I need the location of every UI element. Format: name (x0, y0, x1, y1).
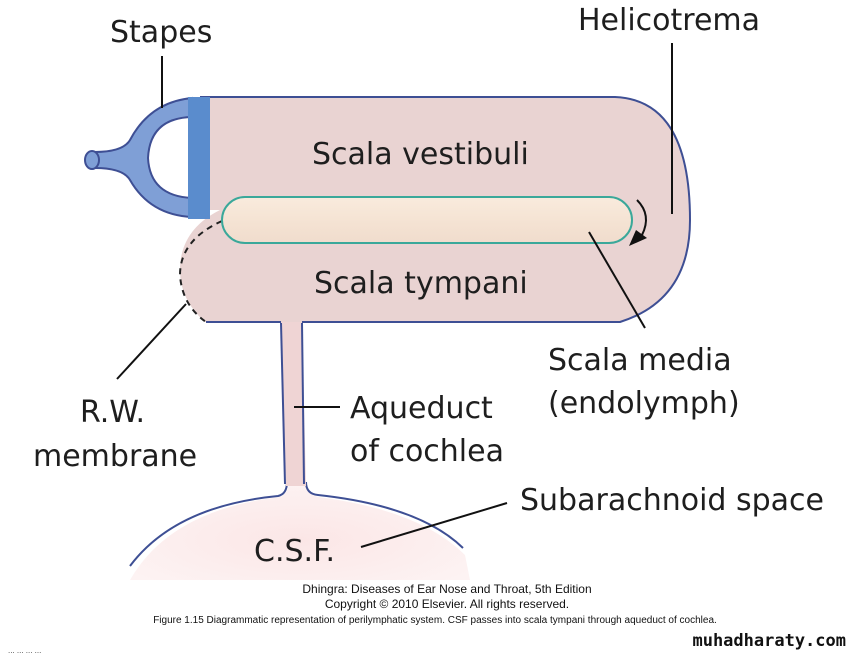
label-scala-media: Scala media (548, 343, 732, 378)
stapes-head (84, 150, 100, 170)
subarachnoid-leader (360, 502, 508, 548)
helicotrema-flow-arrow (636, 199, 647, 236)
label-aqueduct: Aqueduct (350, 391, 493, 426)
aqueduct-wall-left (280, 322, 286, 485)
scala-media (221, 196, 633, 244)
label-scala-vestibuli: Scala vestibuli (312, 137, 529, 172)
aqueduct-of-cochlea (281, 322, 306, 486)
csf-space (130, 480, 470, 580)
source-citation: Dhingra: Diseases of Ear Nose and Throat… (302, 582, 592, 596)
figure-caption: Figure 1.15 Diagrammatic representation … (153, 615, 717, 626)
label-subarachnoid-space: Subarachnoid space (520, 483, 824, 518)
label-of-cochlea: of cochlea (350, 434, 504, 469)
stapes-footplate (188, 97, 210, 219)
aqueduct-wall-right (301, 322, 305, 485)
cochlear-duct-outline (200, 96, 692, 323)
csf-boundary-right (305, 481, 464, 549)
footnote: ... ... ... ... (8, 646, 42, 655)
copyright-notice: Copyright © 2010 Elsevier. All rights re… (324, 597, 570, 611)
label-helicotrema: Helicotrema (578, 3, 760, 38)
watermark: muhadharaty.com (692, 631, 846, 651)
label-rw: R.W. (80, 395, 145, 430)
csf-boundary (129, 481, 288, 567)
label-csf: C.S.F. (254, 534, 335, 569)
rw-membrane-leader (116, 303, 187, 380)
stapes-bone (94, 96, 193, 219)
scala-media-leader (588, 231, 646, 329)
label-membrane: membrane (33, 439, 197, 474)
label-stapes: Stapes (110, 15, 212, 50)
perilymphatic-system-diagram: Stapes Helicotrema Scala vestibuli Scala… (33, 3, 824, 580)
arrowhead-icon (629, 230, 647, 246)
label-endolymph: (endolymph) (548, 386, 740, 421)
round-window-membrane (178, 220, 223, 323)
label-scala-tympani: Scala tympani (314, 266, 528, 301)
